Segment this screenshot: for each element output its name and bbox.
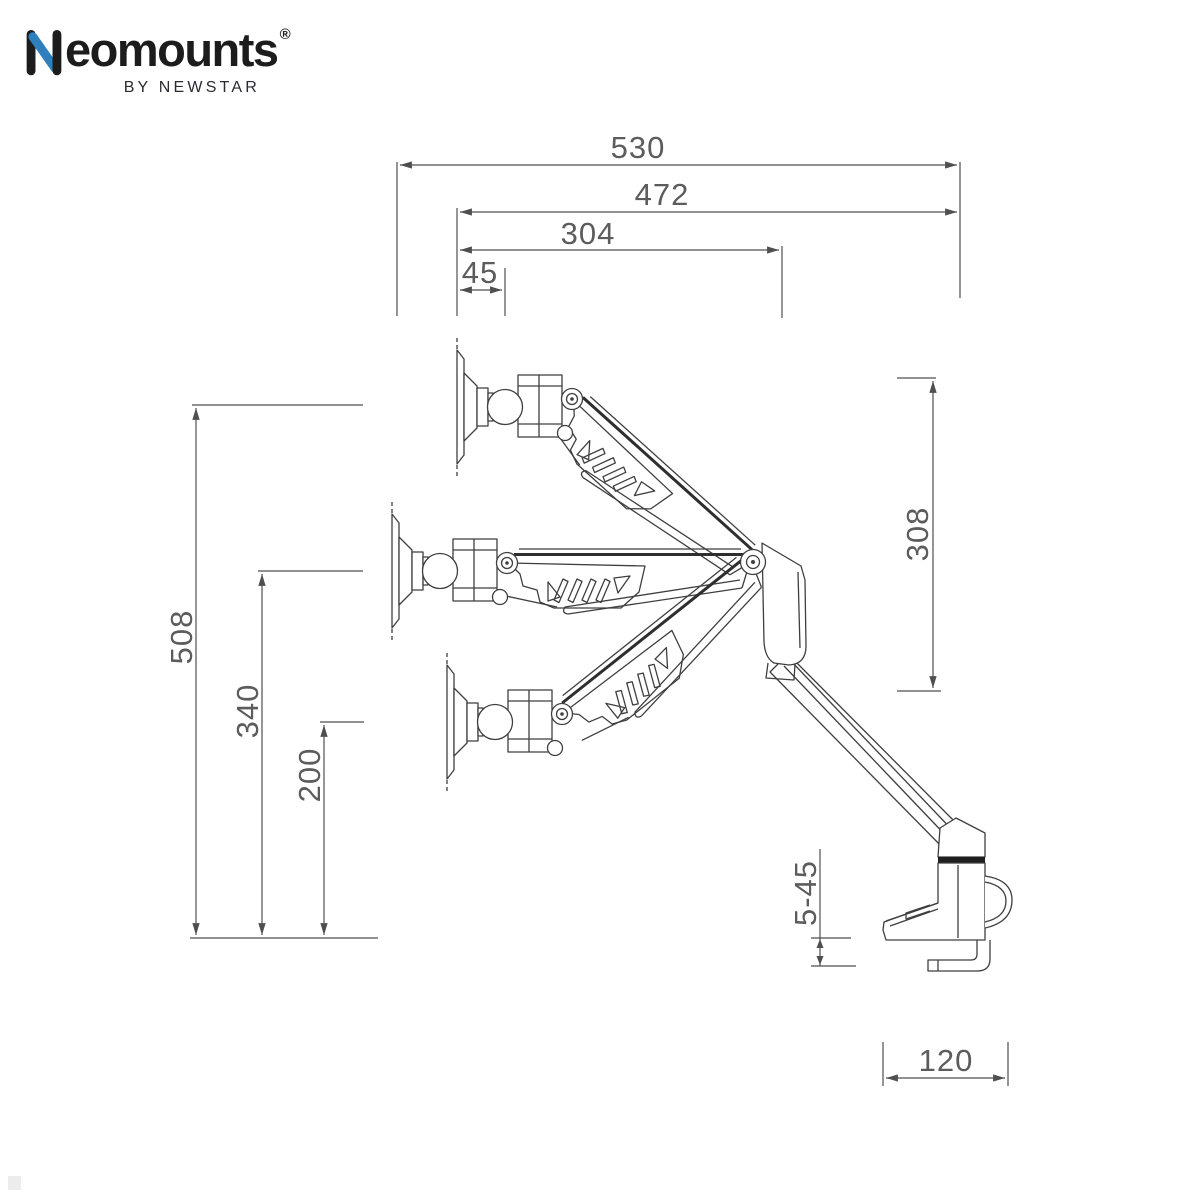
dimension-layer: 530 472 304 45 308 — [164, 130, 1009, 1086]
dim-height-low-200: 200 — [292, 721, 364, 935]
logo-brand-text: eomounts — [65, 23, 279, 76]
dim-label-508: 508 — [164, 610, 199, 665]
neomounts-logo: eomounts ® BY NEWSTAR — [24, 26, 291, 97]
base-post — [937, 817, 986, 858]
registered-trademark-symbol: ® — [279, 26, 291, 43]
logo-tagline: BY NEWSTAR — [123, 79, 260, 96]
dim-vesa-offset-45: 45 — [460, 255, 506, 316]
dim-arm-reach-472: 472 — [456, 177, 957, 316]
dim-base-depth-120: 120 — [882, 1042, 1009, 1086]
mount-structure — [391, 337, 1013, 972]
watermark-artifact — [8, 1176, 21, 1190]
dim-height-top-508: 508 — [164, 404, 378, 939]
logo-n-accent-stroke — [28, 32, 60, 73]
desk-clamp — [882, 862, 1013, 941]
dim-label-200: 200 — [292, 748, 327, 803]
dim-overall-reach-530: 530 — [396, 130, 961, 316]
dim-height-mid-340: 340 — [230, 570, 363, 935]
dim-vertical-range-308: 308 — [897, 377, 941, 692]
lower-arm — [769, 653, 964, 853]
clamp-hook — [927, 940, 991, 972]
clamp-rubber-band — [938, 857, 985, 863]
dim-clamp-range-5-45: 5-45 — [788, 849, 856, 967]
main-pivot-joint — [739, 548, 767, 576]
vesa-head-bottom — [446, 652, 574, 792]
dim-label-308: 308 — [900, 507, 935, 562]
logo-brand-line: eomounts ® — [24, 26, 291, 76]
dim-label-340: 340 — [230, 684, 265, 739]
dim-label-5-45: 5-45 — [788, 860, 823, 926]
clamp-knob — [984, 875, 1013, 929]
dim-label-120: 120 — [919, 1043, 974, 1078]
vesa-head-top — [456, 337, 584, 477]
logo-n-icon — [26, 29, 62, 76]
dim-front-reach-304: 304 — [460, 216, 783, 318]
dim-label-472: 472 — [635, 177, 690, 212]
dim-label-304: 304 — [561, 216, 616, 251]
elbow-housing — [761, 542, 807, 681]
dim-label-530: 530 — [611, 130, 666, 165]
dim-label-45: 45 — [462, 255, 498, 290]
vesa-head-middle — [391, 501, 519, 641]
